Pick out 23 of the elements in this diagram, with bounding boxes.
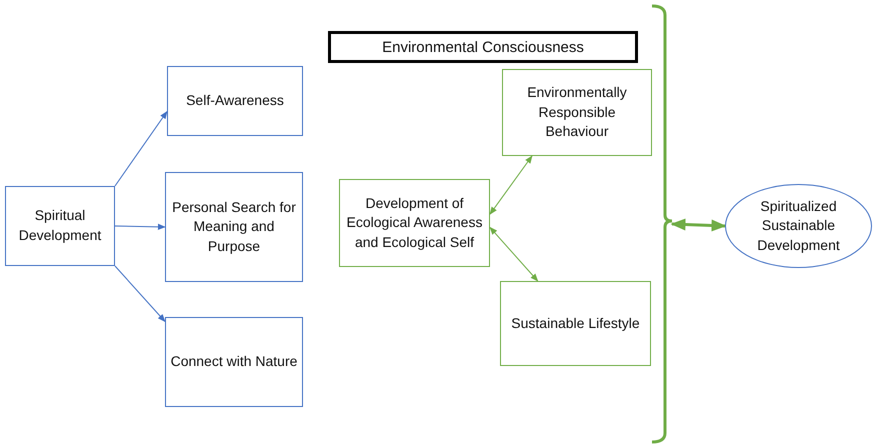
node-label: Connect with Nature	[170, 352, 298, 372]
arrow	[114, 110, 168, 186]
node-label: Self-Awareness	[185, 91, 285, 110]
node-label: Personal Search for Meaning and Purpose	[171, 198, 297, 256]
heading-box	[328, 31, 638, 63]
node-label: Sustainable Lifestyle	[510, 314, 641, 333]
arrow	[114, 224, 166, 230]
arrow	[490, 155, 532, 215]
node-label: Development of Ecological Awareness and Ecological Self	[346, 194, 484, 252]
node-label: Environmentally Responsible Behaviour	[526, 83, 628, 142]
process-box	[165, 172, 303, 282]
process-box	[500, 281, 651, 366]
process-box	[5, 186, 115, 266]
arrow	[114, 266, 166, 322]
node-label: Spiritualized Sustainable Development	[756, 196, 841, 255]
node-label: Spiritual Development	[18, 206, 102, 245]
process-box	[167, 66, 303, 136]
heading-text: Environmental Consciousness	[381, 38, 585, 58]
process-box	[339, 179, 490, 267]
arrow	[670, 218, 726, 232]
process-box	[165, 317, 303, 407]
arrow	[489, 226, 538, 282]
process-box	[502, 69, 652, 156]
